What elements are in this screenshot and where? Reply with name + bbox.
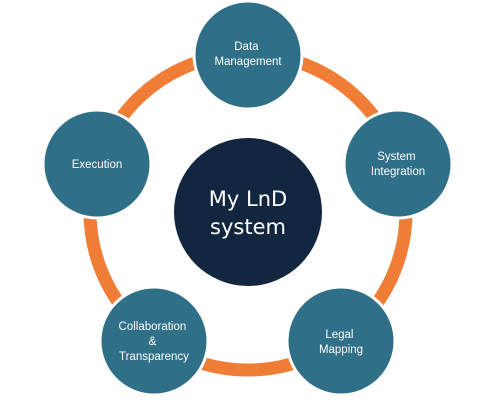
node-collaboration-transparency: Collaboration & Transparency: [98, 285, 210, 397]
node-label: Data Management: [214, 41, 282, 68]
center-hub: My LnD system: [174, 138, 322, 286]
node-label-line: Management: [214, 56, 282, 68]
node-data-management: Data Management: [192, 0, 304, 111]
node-label-line: Mapping: [319, 344, 363, 356]
node-circle: [285, 285, 397, 397]
node-label-line: Transparency: [119, 351, 189, 363]
node-label-line: &: [149, 336, 157, 348]
node-circle: [98, 285, 210, 397]
node-legal-mapping: Legal Mapping: [285, 285, 397, 397]
node-label-line: System: [377, 151, 415, 163]
center-circle: [174, 138, 322, 286]
node-label: Collaboration & Transparency: [119, 321, 190, 363]
node-execution: Execution: [41, 108, 153, 220]
node-circle: [342, 108, 454, 220]
node-label-line: Integration: [371, 166, 425, 178]
node-label: Execution: [72, 159, 123, 171]
node-label-line: Collaboration: [119, 321, 187, 333]
node-label-line: Legal: [325, 329, 353, 341]
node-label-line: Execution: [72, 159, 123, 171]
center-label-line2: system: [210, 215, 286, 239]
node-circle: [41, 108, 153, 220]
node-circle: [192, 0, 304, 111]
node-label-line: Data: [234, 41, 259, 53]
center-label-line1: My LnD: [209, 187, 287, 211]
node-label: System Integration: [371, 151, 425, 178]
node-system-integration: System Integration: [342, 108, 454, 220]
node-label: Legal Mapping: [319, 329, 363, 356]
